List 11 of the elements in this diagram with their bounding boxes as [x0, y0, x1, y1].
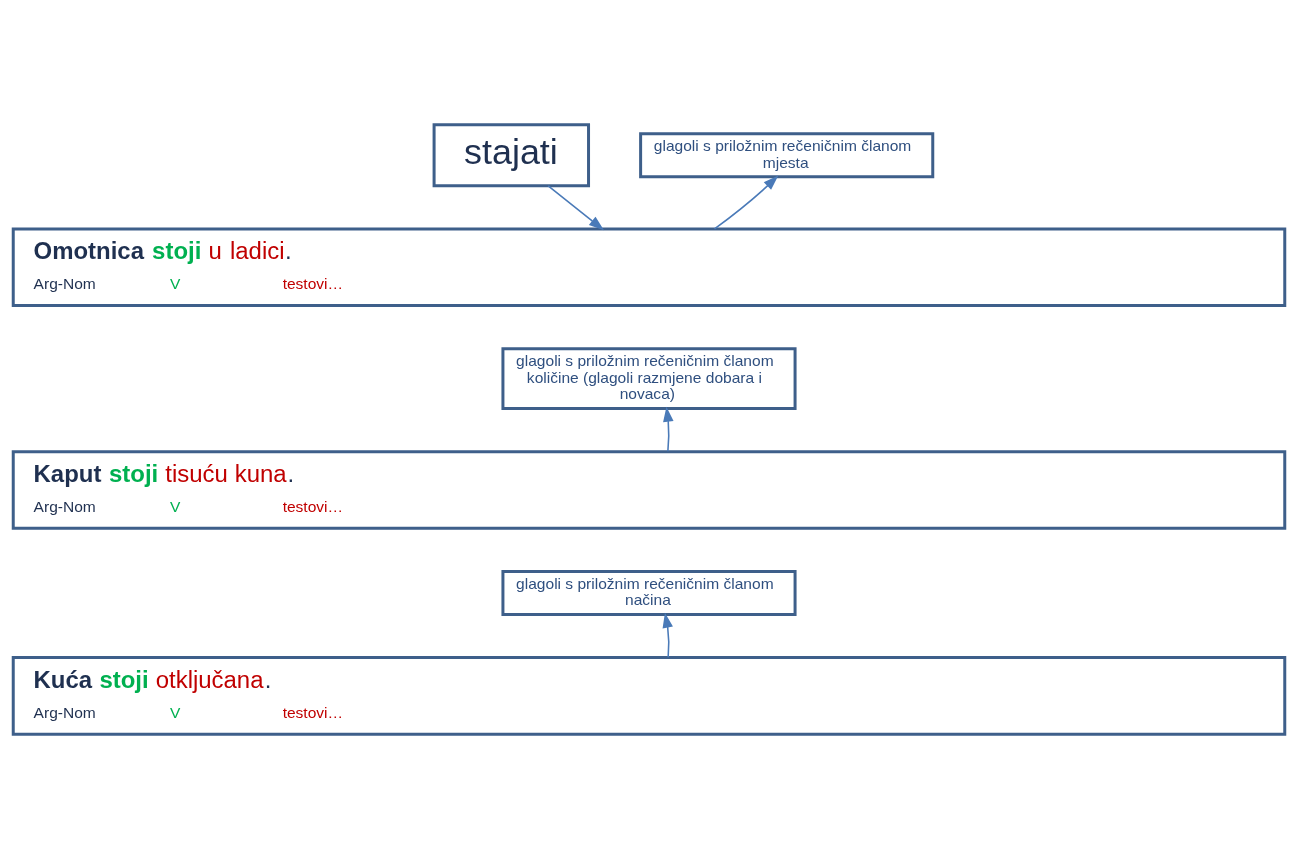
node-box: Omotnica stoji u ladici. Arg-Nom V testovi…: [11, 226, 1287, 307]
node-box: Kaput stoji tisuću kuna. Arg-Nom V testovi…: [11, 449, 1287, 530]
arrow: [713, 175, 779, 230]
node-box: glagoli s priložnim rečeničnim članom načina: [501, 569, 797, 616]
node-box: stajati: [432, 122, 591, 187]
arrow: [662, 612, 673, 658]
node-box: glagoli s priložnim rečeničnim članom mjesta: [639, 131, 935, 178]
node-box: Kuća stoji otključana. Arg-Nom V testovi…: [11, 655, 1287, 736]
node-box: glagoli s priložnim rečeničnim članom količine (glagoli razmjene dobara i novaca): [501, 346, 797, 410]
arrow: [547, 184, 604, 230]
arrow: [663, 406, 674, 452]
